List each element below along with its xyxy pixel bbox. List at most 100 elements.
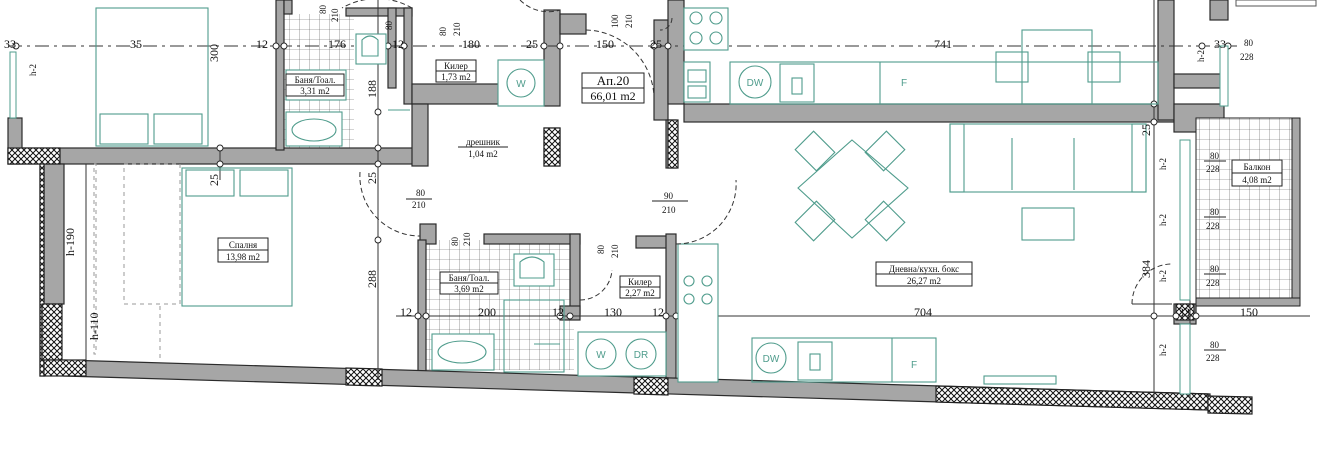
washer-label: W xyxy=(516,79,526,90)
lower-kitchen: DW F xyxy=(677,243,1057,385)
dim-mid-1: 200 xyxy=(478,305,496,319)
height-7: h-2 xyxy=(28,64,38,76)
dim-top-6: 180 xyxy=(462,37,480,51)
win1-w: 80 xyxy=(1210,207,1220,217)
door6-h: 210 xyxy=(610,244,620,258)
win0-w: 80 xyxy=(1210,151,1220,161)
height-4: h-2 xyxy=(1158,214,1168,226)
door0-h: 210 xyxy=(330,8,340,22)
windows xyxy=(9,0,1317,395)
win1-h: 228 xyxy=(1206,221,1220,231)
fridge-label: F xyxy=(901,78,907,89)
room-labels: Баня/Тоал. 3,31 m2 Килер 1,73 m2 дрешник… xyxy=(217,59,1283,299)
balcony-slab xyxy=(1195,117,1301,307)
bath1-name: Баня/Тоал. xyxy=(295,75,336,85)
window-labels: 80 228 80 228 80 228 80 228 xyxy=(1204,151,1226,363)
dim-mid-5: 704 xyxy=(914,305,932,319)
dim-top-5: 12 xyxy=(392,37,404,51)
dim-top-4: 176 xyxy=(328,37,346,51)
bath2-fixtures xyxy=(431,253,565,373)
door1-w: 80 xyxy=(438,27,448,37)
bath2-name: Баня/Тоал. xyxy=(449,273,490,283)
storage2-area: 2,27 m2 xyxy=(625,288,655,298)
dim-v-2: 25 xyxy=(365,172,379,184)
dim-top-1: 35 xyxy=(130,37,142,51)
height-6: h-2 xyxy=(1158,344,1168,356)
upper-kitchen: DW F xyxy=(683,7,1159,105)
door1-h: 210 xyxy=(452,22,462,36)
door3-w: 80 xyxy=(416,188,426,198)
dim-top-2: 300 xyxy=(207,44,221,62)
dim-v-5: 25 xyxy=(1139,124,1153,136)
balcony-name: Балкон xyxy=(1244,162,1271,172)
dim-mid-4: 12 xyxy=(652,305,664,319)
dim-v-4: 384 xyxy=(1139,260,1153,278)
door0-w: 80 xyxy=(318,5,328,15)
dim-top-10: 741 xyxy=(934,37,952,51)
dim-top-13: 228 xyxy=(1240,52,1254,62)
vertical-dimension-text: 188 25 25 288 384 25 xyxy=(207,80,1153,288)
storage2-name: Килер xyxy=(628,277,652,287)
wardrobe-name: дрешник xyxy=(466,137,501,147)
height-1: h-110 xyxy=(87,312,101,340)
apartment-label: Ап.20 66,01 m2 xyxy=(581,72,645,104)
laundry-appliances: W DR xyxy=(577,331,667,377)
apartment-name: Ап.20 xyxy=(597,73,630,88)
dim-v-3: 288 xyxy=(365,270,379,288)
living-furniture xyxy=(794,123,1173,305)
dim-mid-2: 12 xyxy=(552,305,564,319)
height-2: h-2 xyxy=(1196,50,1206,62)
dim-top-11: 33 xyxy=(1214,37,1226,51)
apartment-area: 66,01 m2 xyxy=(590,89,635,103)
washer2-label: W xyxy=(596,350,606,361)
dim-top-7: 25 xyxy=(526,37,538,51)
dim-top-3: 12 xyxy=(256,37,268,51)
living-area: 26,27 m2 xyxy=(907,276,941,286)
dim-top-12: 80 xyxy=(1244,38,1254,48)
balcony-area: 4,08 m2 xyxy=(1242,175,1272,185)
door5-h: 210 xyxy=(462,232,472,246)
height-0: h-190 xyxy=(63,228,77,256)
living-name: Дневна/кухн. бокс xyxy=(889,264,959,274)
door7-w: 80 xyxy=(384,21,394,31)
dim-top-0: 33 xyxy=(4,37,16,51)
door4-w: 90 xyxy=(664,191,674,201)
dim-top-9: 25 xyxy=(650,37,662,51)
win0-h: 228 xyxy=(1206,164,1220,174)
dishwasher-label: DW xyxy=(747,78,764,89)
bath2-area: 3,69 m2 xyxy=(454,284,484,294)
dim-v-1: 25 xyxy=(207,174,221,186)
dim-mid-0: 12 xyxy=(400,305,412,319)
win2-w: 80 xyxy=(1210,264,1220,274)
door3-h: 210 xyxy=(412,200,426,210)
bedroom-area: 13,98 m2 xyxy=(226,252,260,262)
dishwasher2-label: DW xyxy=(763,354,780,365)
win3-w: 80 xyxy=(1210,340,1220,350)
storage1-area: 1,73 m2 xyxy=(441,72,471,82)
height-5: h-2 xyxy=(1158,270,1168,282)
door-swings xyxy=(341,0,737,301)
bath1-area: 3,31 m2 xyxy=(300,86,330,96)
fridge2-label: F xyxy=(911,360,917,371)
concrete-columns xyxy=(7,119,1253,415)
storage1-name: Килер xyxy=(444,61,468,71)
dryer-label: DR xyxy=(634,350,648,361)
door2-w: 100 xyxy=(610,14,620,28)
dim-mid-3: 130 xyxy=(604,305,622,319)
wardrobe-area: 1,04 m2 xyxy=(468,149,498,159)
bedroom-name: Спалня xyxy=(229,240,257,250)
door6-w: 80 xyxy=(596,245,606,255)
win3-h: 228 xyxy=(1206,353,1220,363)
height-labels: h-190 h-110 h-2 h-2 h-2 h-2 h-2 h-2 xyxy=(28,50,1206,356)
win2-h: 228 xyxy=(1206,278,1220,288)
bedroom-furniture xyxy=(93,7,293,358)
storage1-appliances: W xyxy=(497,59,545,107)
dim-top-8: 150 xyxy=(596,37,614,51)
dim-v-0: 188 xyxy=(365,80,379,98)
middle-dimension-text: 12 200 12 130 12 704 33 150 xyxy=(400,305,1258,319)
door-opening-labels: 80 210 80 210 100 210 80 210 90 210 80 2… xyxy=(318,5,688,258)
top-dimension-text: 33 35 300 12 176 12 180 25 150 25 741 33… xyxy=(4,37,1254,62)
door2-h: 210 xyxy=(624,14,634,28)
dim-mid-6: 33 xyxy=(1178,305,1190,319)
door5-w: 80 xyxy=(450,237,460,247)
